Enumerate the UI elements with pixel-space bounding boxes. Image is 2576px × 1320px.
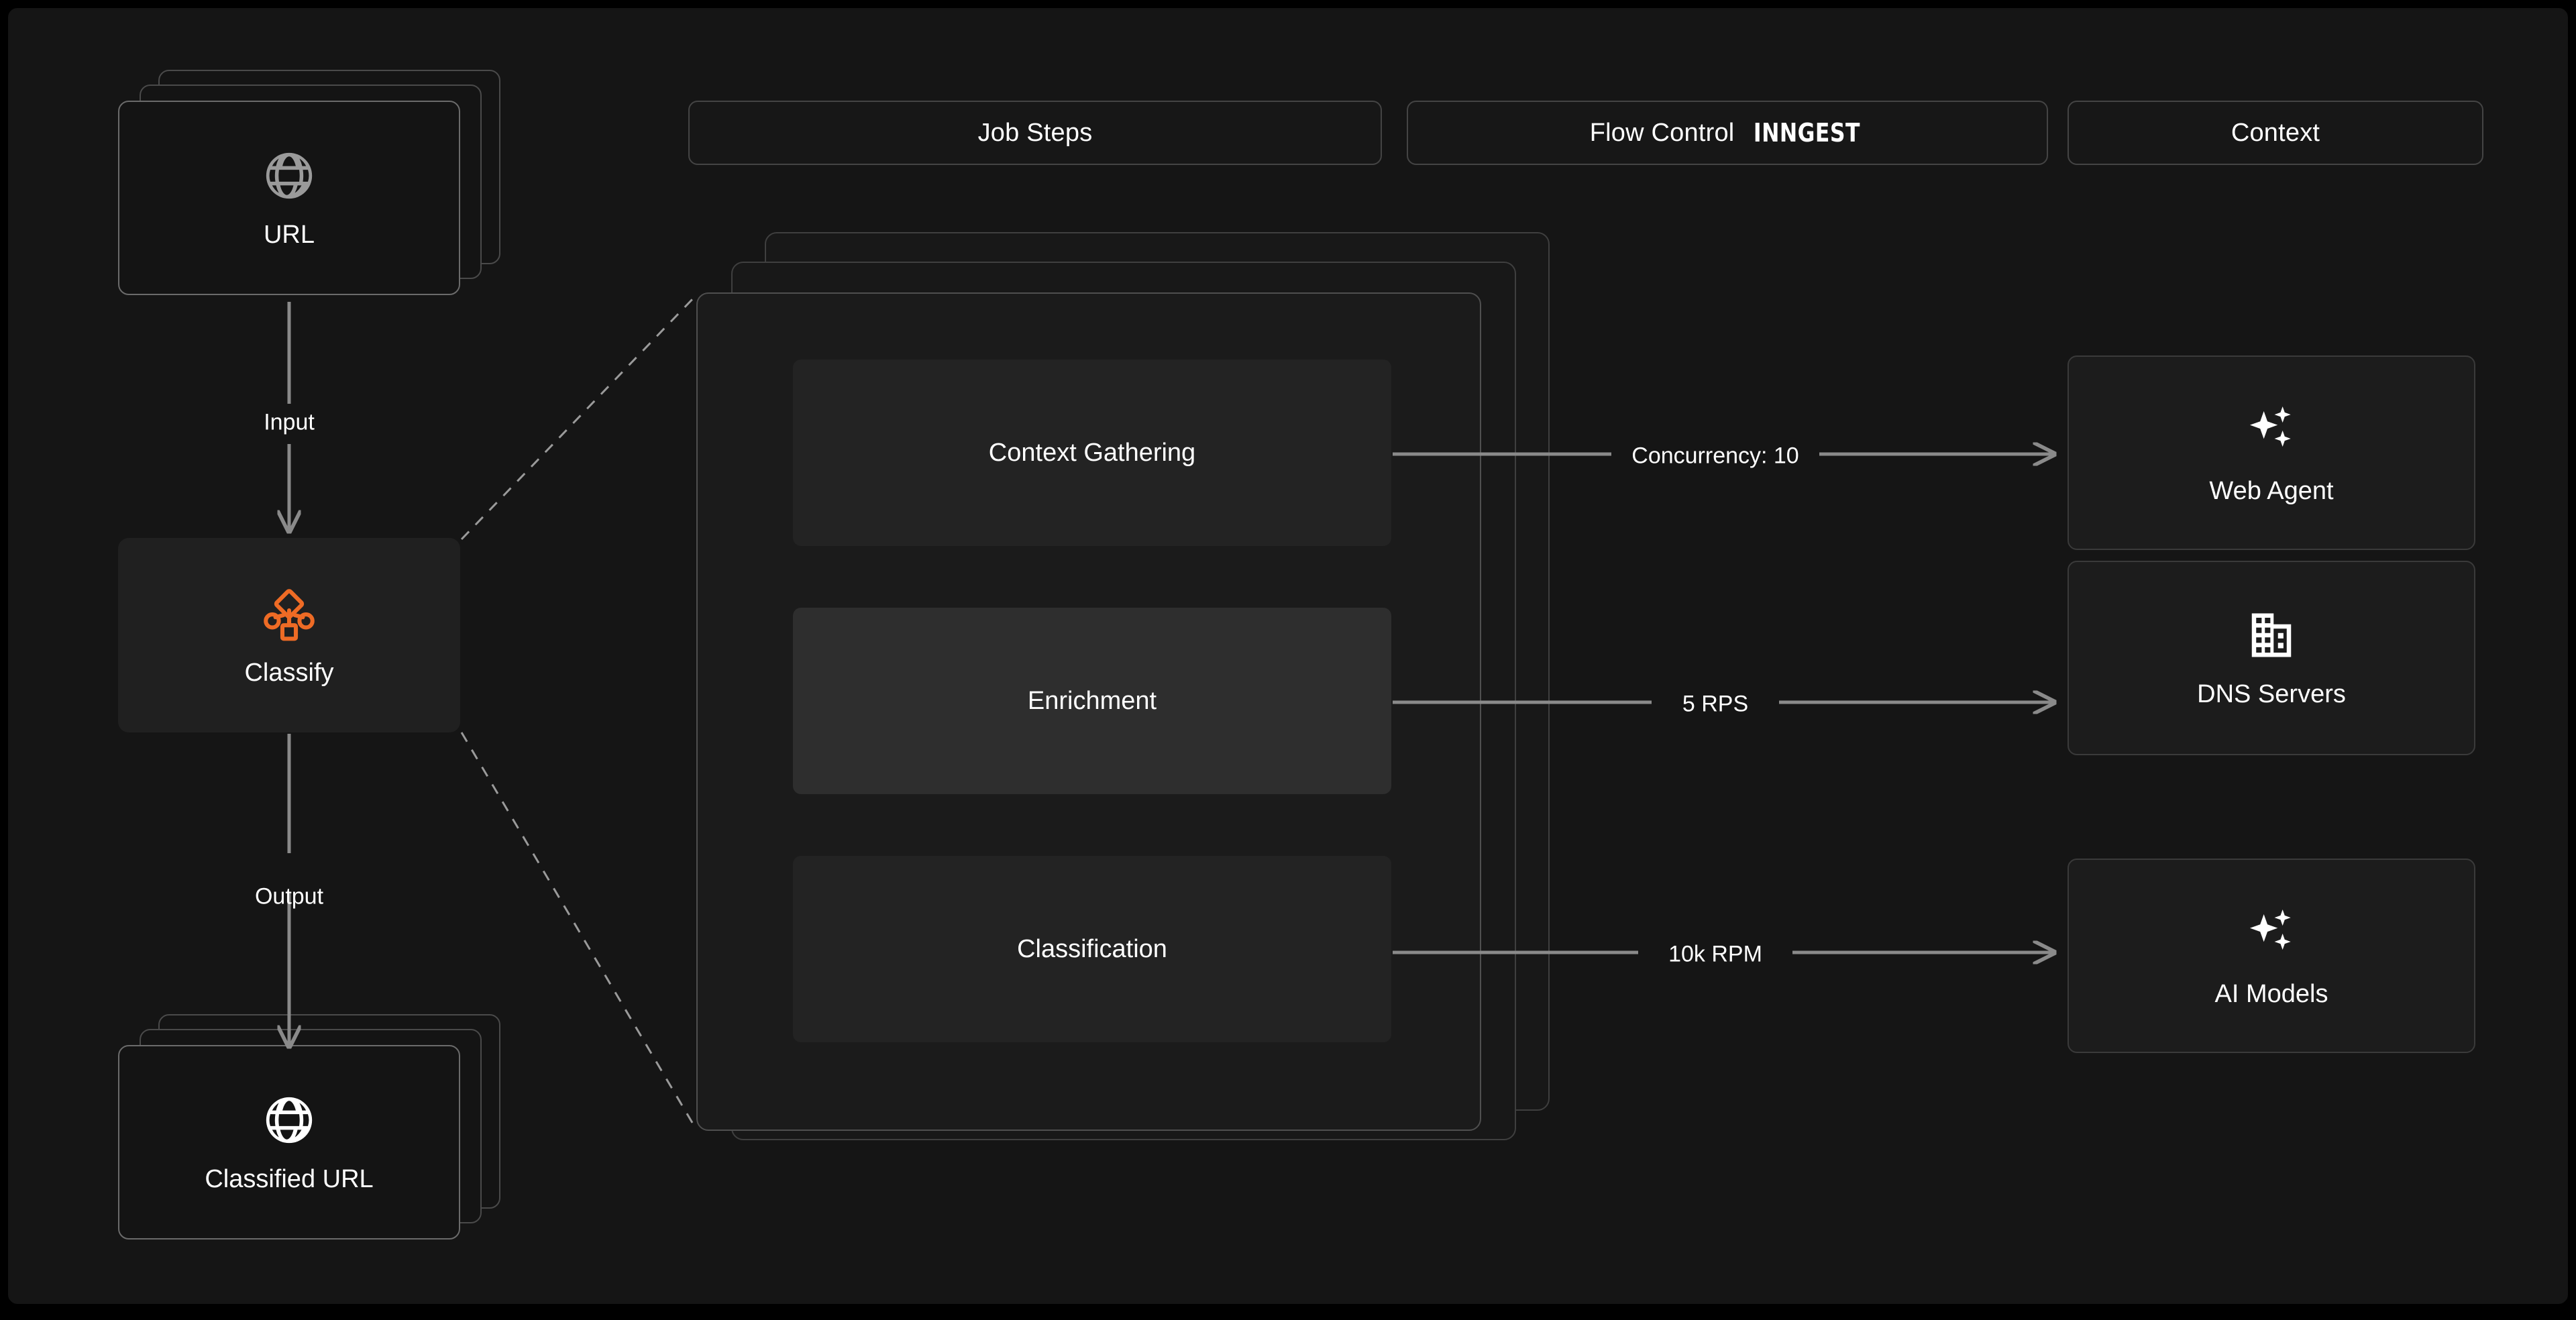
job-step-label: Classification [1017,934,1167,963]
job-step-label: Context Gathering [988,438,1196,467]
context-card-dns-servers[interactable]: DNS Servers [2068,561,2475,755]
edge-label-input: Input [264,409,315,435]
flow-control-label-rps: 5 RPS [1682,691,1749,717]
header-job-steps-label: Job Steps [977,118,1093,147]
building-icon [2245,609,2298,661]
output-node-stack[interactable]: Classified URL [118,1014,500,1242]
job-step-classification[interactable]: Classification [793,856,1391,1042]
context-card-label: DNS Servers [2197,680,2346,708]
job-step-context-gathering[interactable]: Context Gathering [793,360,1391,546]
job-step-enrichment[interactable]: Enrichment [793,608,1391,794]
header-context[interactable]: Context [2068,101,2483,165]
classify-node-label: Classify [244,659,334,687]
flow-control-label-rpm: 10k RPM [1668,941,1762,967]
workflow-node-icon [260,585,318,643]
header-flow-control[interactable]: Flow Control INNGEST [1407,101,2048,165]
globe-icon [262,1093,317,1148]
job-step-label: Enrichment [1027,686,1157,715]
header-flow-control-label: Flow Control [1589,118,1735,147]
output-node-card[interactable]: Classified URL [118,1045,460,1240]
flow-control-label-concurrency: Concurrency: 10 [1631,443,1799,469]
header-context-label: Context [2231,118,2320,147]
context-card-label: Web Agent [2209,477,2334,505]
globe-icon [262,148,317,203]
output-node-label: Classified URL [205,1165,374,1193]
input-node-stack[interactable]: URL [118,70,500,298]
input-node-card[interactable]: URL [118,101,460,295]
header-job-steps[interactable]: Job Steps [688,101,1382,165]
sparkles-icon [2243,402,2300,458]
context-card-label: AI Models [2214,980,2328,1008]
edge-label-output: Output [254,883,324,910]
context-card-ai-models[interactable]: AI Models [2068,859,2475,1053]
inngest-logo-wordmark: INNGEST [1754,118,1861,148]
sparkles-icon [2243,905,2300,961]
context-card-web-agent[interactable]: Web Agent [2068,355,2475,550]
input-node-label: URL [263,221,315,249]
classify-node[interactable]: Classify [118,538,460,732]
